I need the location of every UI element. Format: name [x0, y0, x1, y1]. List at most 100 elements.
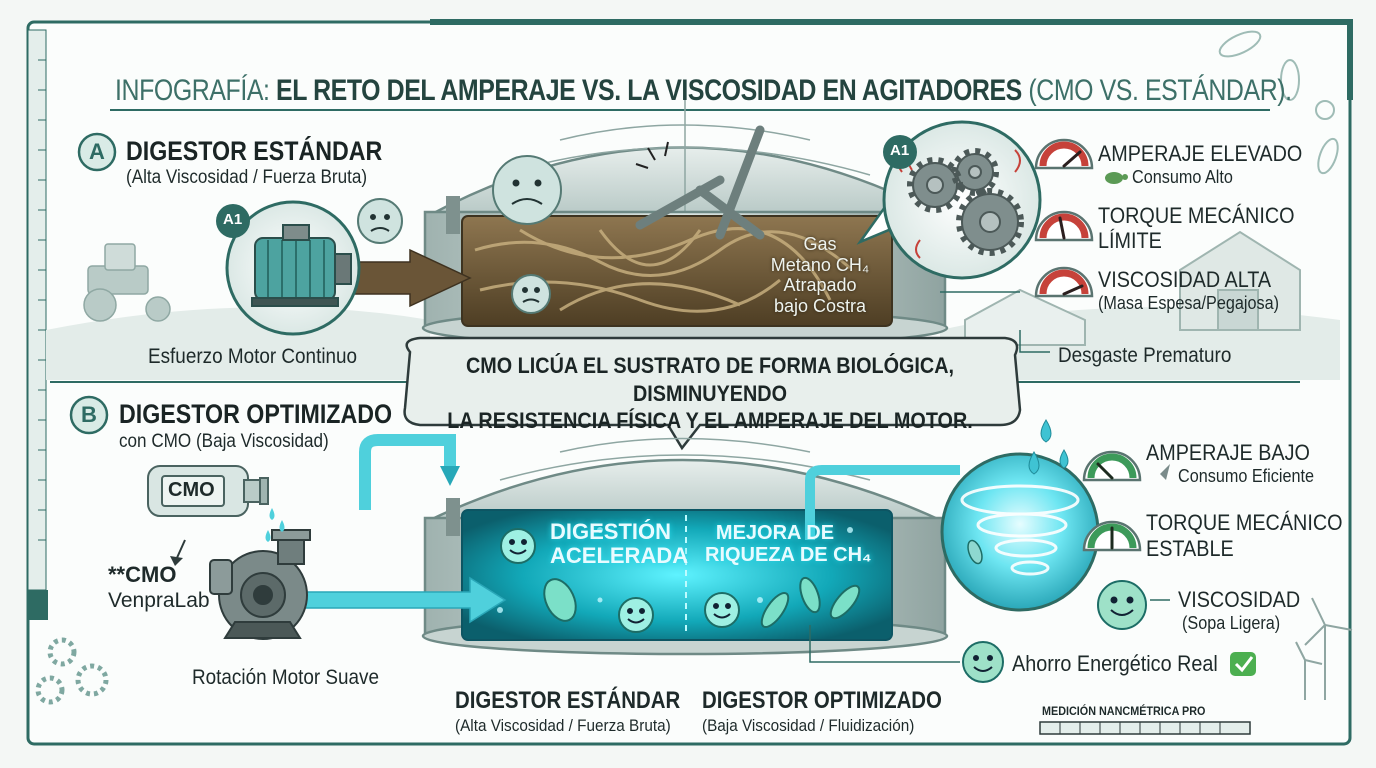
- bacteria-icon: [967, 539, 983, 565]
- section-b-heading: DIGESTOR OPTIMIZADO: [119, 399, 393, 429]
- barn-icon: [1179, 230, 1301, 331]
- metric-viscosity-high-sub: (Masa Espesa/Pegajosa): [1098, 293, 1279, 313]
- motor-badge-label: A1: [223, 211, 243, 228]
- check-icon: [1230, 652, 1256, 676]
- wear-label: Desgaste Prematuro: [1058, 344, 1232, 367]
- arrow-bottle-to-brand: [175, 539, 186, 561]
- metric-viscosity-low-title: VISCOSIDAD: [1178, 587, 1301, 612]
- gauge-needles: [1058, 150, 1084, 296]
- happy-face-features: [973, 596, 1134, 672]
- drops: [265, 508, 285, 542]
- bottom-left-heading: DIGESTOR ESTÁNDAR: [455, 687, 681, 714]
- smiley-icon: [962, 580, 1147, 683]
- flow-pipe-pump: [299, 576, 507, 624]
- connector-lines-a: [940, 291, 1050, 353]
- inner-left-line-1: DIGESTIÓN: [550, 519, 672, 544]
- wind-turbine-icon: [1295, 597, 1353, 700]
- connector-lines-b: [809, 599, 1170, 663]
- bubbles: [497, 527, 853, 613]
- badge-a1-motor: [216, 204, 250, 238]
- inner-right-line-2: RIQUEZA DE CH₄: [705, 544, 872, 566]
- ruler-bottom-ticks: [1059, 722, 1221, 734]
- section-a-subheading: (Alta Viscosidad / Fuerza Bruta): [126, 167, 368, 188]
- sad-face-features: [370, 179, 543, 303]
- gas-line-4: bajo Costra: [773, 296, 867, 317]
- callout-bubble: [403, 336, 1022, 451]
- bottle-label: CMO: [168, 479, 215, 501]
- gear-badge-label: A1: [890, 142, 910, 159]
- callout-line-1: CMO LICÚA EL SUSTRATO DE FORMA BIOLÓGICA…: [465, 353, 955, 406]
- section-b-badge: B: [81, 402, 97, 427]
- motor-icon: [251, 224, 352, 307]
- inner-left-line-2: ACELERADA: [550, 543, 689, 569]
- turtle-icon: [1105, 172, 1128, 184]
- ruler-left: [27, 29, 47, 591]
- agitator-shaft: [635, 125, 765, 240]
- section-b-subheading: con CMO (Baja Viscosidad): [119, 431, 329, 452]
- frame-accent-left: [28, 590, 48, 620]
- flow-arrow-down: [440, 466, 460, 486]
- page-title: INFOGRAFÍA: EL RETO DEL AMPERAJE VS. LA …: [115, 74, 1292, 108]
- title-suffix: (CMO VS. ESTÁNDAR).: [1021, 74, 1292, 107]
- gas-line-3: Atrapado: [783, 275, 857, 296]
- motor-arrow: [354, 248, 472, 308]
- metric-amperage-high-title: AMPERAJE ELEVADO: [1098, 141, 1303, 166]
- arrowhead-brand: [170, 556, 183, 566]
- bacteria-icon: [543, 576, 861, 629]
- pump-label: Rotación Motor Suave: [192, 666, 380, 689]
- tractor-icon: [83, 243, 171, 322]
- savings-label: Ahorro Energético Real: [1012, 651, 1218, 676]
- callout-line-2: LA RESISTENCIA FÍSICA Y EL AMPERAJE DEL …: [447, 408, 973, 433]
- frame-accent-top: [430, 19, 1353, 100]
- motor-effort-label: Esfuerzo Motor Continuo: [148, 345, 358, 368]
- gear-icon: [907, 148, 1024, 256]
- metric-amperage-high-sub: Consumo Alto: [1132, 167, 1233, 187]
- metric-torque-limit-title: TORQUE MECÁNICO: [1098, 203, 1295, 228]
- vortex-bubble: [940, 452, 1100, 612]
- hills-background: [46, 307, 430, 380]
- badge-a-circle: [77, 132, 117, 172]
- metric-torque-stable-title: TORQUE MECÁNICO: [1146, 510, 1343, 535]
- section-a-badge: A: [89, 139, 105, 164]
- inlet-pipe-optimized: [446, 498, 460, 536]
- brand-line-2: VenpraLab: [108, 589, 210, 612]
- inner-left-label: DIGESTIÓN ACELERADA: [550, 519, 689, 569]
- vortex-swirl: [960, 484, 1080, 576]
- gas-label: Gas Metano CH₄ Atrapado bajo Costra: [760, 234, 880, 317]
- callout-text: CMO LICÚA EL SUSTRATO DE FORMA BIOLÓGICA…: [436, 352, 985, 435]
- pump-icon: [209, 529, 311, 640]
- flow-pipe-top: [359, 434, 456, 510]
- stress-marks: [635, 141, 669, 169]
- bottom-right-sub: (Baja Viscosidad / Fluidización): [702, 716, 915, 735]
- inlet-pipe-standard: [446, 196, 460, 234]
- smiley-icon: [357, 155, 562, 314]
- rocket-icon: [1160, 464, 1170, 480]
- metric-viscosity-high-title: VISCOSIDAD ALTA: [1098, 267, 1272, 292]
- bottle-icon: [147, 465, 269, 517]
- ruler-label: MEDICIÓN NANCMÉTRICA PRO: [1042, 704, 1206, 718]
- inner-right-label: MEJORA DE RIQUEZA DE CH₄: [705, 522, 872, 566]
- water-drops: [1028, 419, 1069, 475]
- badge-a1-gears: [883, 135, 917, 169]
- ruler-left-ticks: [38, 59, 46, 541]
- inner-right-line-1: MEJORA DE: [715, 522, 835, 544]
- metric-amperage-low-title: AMPERAJE BAJO: [1146, 440, 1310, 465]
- metric-torque-stable-sub: ESTABLE: [1146, 536, 1234, 561]
- bottom-left-sub: (Alta Viscosidad / Fuerza Bruta): [455, 716, 671, 735]
- gauge-needles: [1096, 462, 1114, 550]
- metric-amperage-low-sub: Consumo Eficiente: [1178, 466, 1314, 486]
- gas-line-2: Metano CH₄: [770, 254, 870, 275]
- metric-torque-limit-sub: LÍMITE: [1098, 228, 1162, 253]
- bacteria-icon: [1218, 30, 1339, 175]
- happy-face-features: [509, 539, 731, 624]
- bottom-right-heading: DIGESTOR OPTIMIZADO: [702, 687, 942, 714]
- smiley-icon: [500, 528, 740, 633]
- gear-icon: [35, 637, 109, 705]
- section-a-heading: DIGESTOR ESTÁNDAR: [126, 136, 383, 166]
- metric-viscosity-low-sub: (Sopa Ligera): [1182, 613, 1281, 633]
- gas-line-1: Gas: [803, 234, 837, 254]
- title-main: EL RETO DEL AMPERAJE VS. LA VISCOSIDAD E…: [276, 74, 1022, 107]
- flow-pipe-right: [805, 465, 960, 540]
